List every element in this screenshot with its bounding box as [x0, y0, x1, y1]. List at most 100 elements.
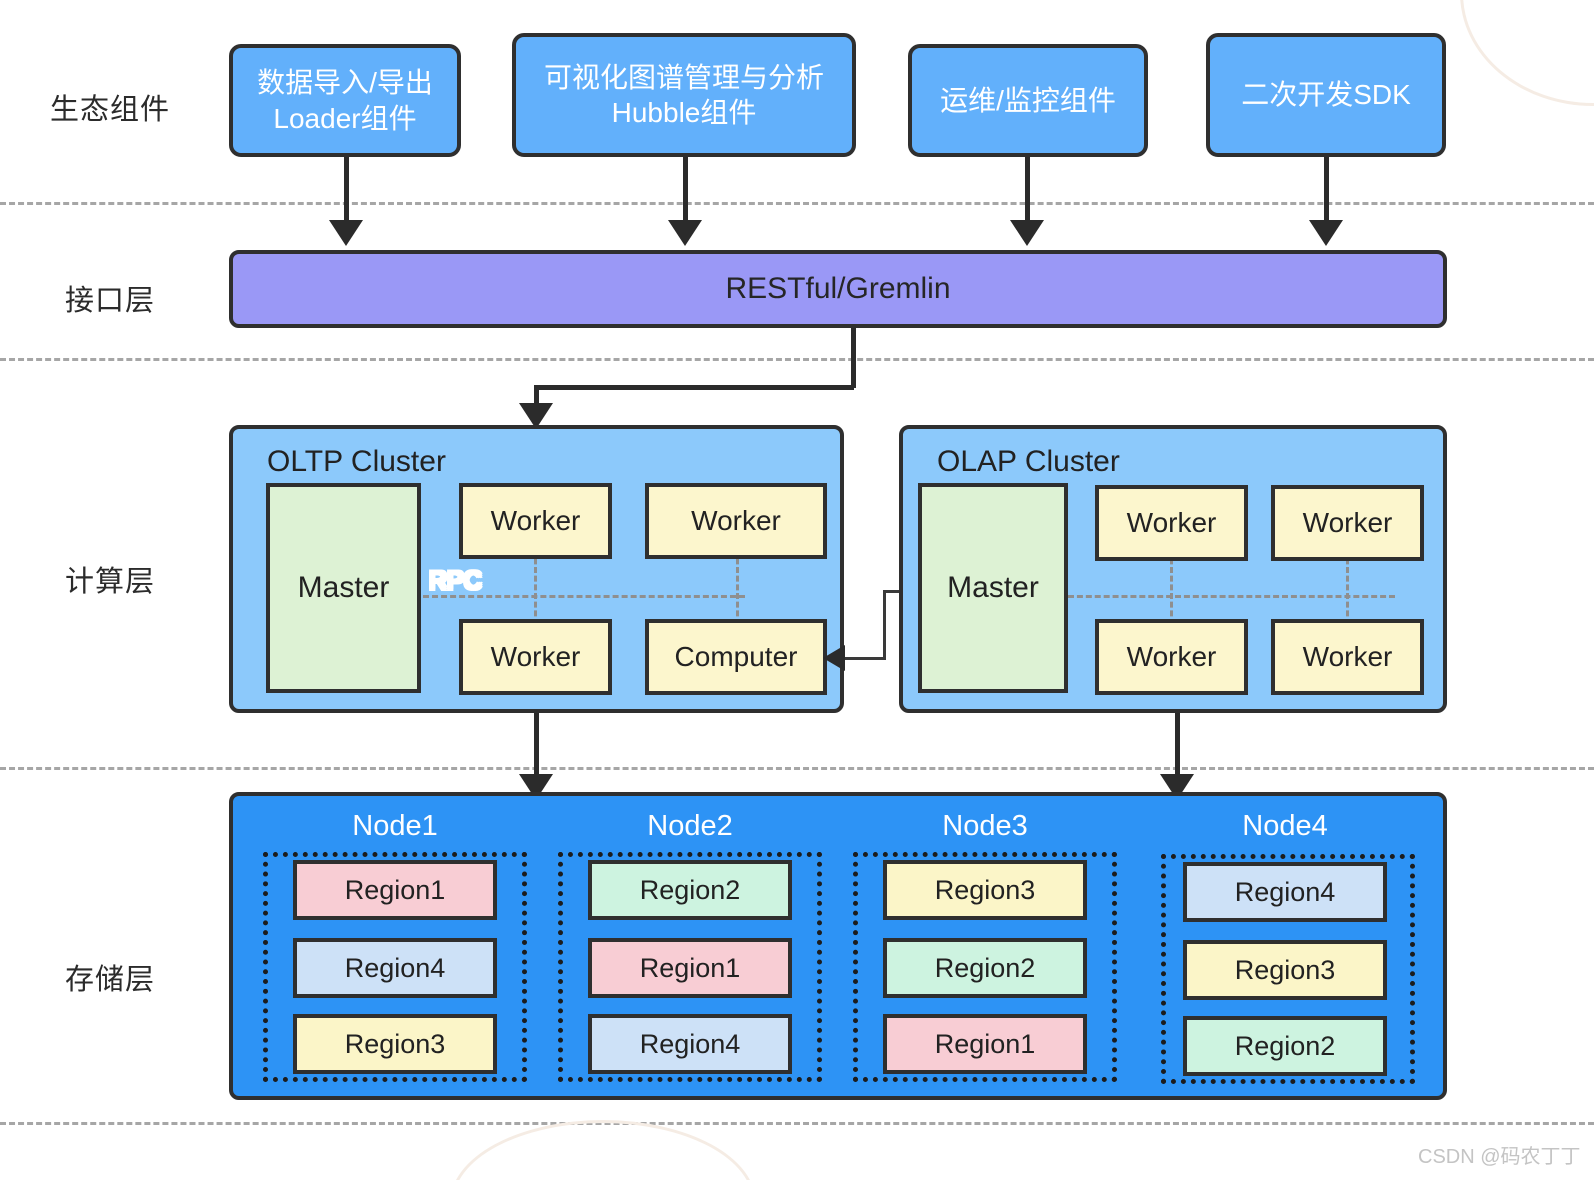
storage-node-1-region-0[interactable]: Region2 [588, 860, 792, 920]
arrow-oltp-to-storage-line [534, 713, 539, 778]
cluster-olap-worker-1-label: Worker [1302, 507, 1393, 538]
connector-api-to-oltp-seg1 [851, 328, 856, 388]
layer-label-storage: 存储层 [64, 964, 155, 996]
arrow-sdk-to-api-head [1309, 220, 1343, 246]
cluster-olap-worker-3-label: Worker [1302, 641, 1393, 672]
storage-node-2-region-2-label: Region1 [934, 1028, 1036, 1059]
ecosystem-box-loader-line1: 数据导入/导出 [257, 67, 433, 99]
cluster-oltp-worker-2-label: Worker [490, 641, 581, 672]
cluster-olap-master-label: Master [947, 571, 1039, 604]
arrow-hubble-to-api-head [668, 220, 702, 246]
cluster-olap-worker-0[interactable]: Worker [1095, 485, 1248, 561]
ecosystem-box-hubble[interactable]: 可视化图谱管理与分析 Hubble组件 [512, 33, 856, 157]
cluster-olap-title: OLAP Cluster [937, 445, 1120, 478]
storage-node-0-region-1-label: Region4 [344, 952, 446, 983]
storage-node-2-title: Node3 [942, 810, 1028, 842]
storage-node-0-region-0[interactable]: Region1 [293, 860, 497, 920]
ecosystem-box-sdk[interactable]: 二次开发SDK [1206, 33, 1446, 157]
ecosystem-box-hubble-line2: Hubble组件 [611, 97, 757, 128]
cluster-oltp-worker-1[interactable]: Worker [645, 483, 827, 559]
storage-node-0-title: Node1 [352, 810, 438, 842]
ecosystem-box-ops-monitor[interactable]: 运维/监控组件 [908, 44, 1148, 157]
cluster-oltp: OLTP Cluster Master RPC Worker Worker Wo… [229, 425, 844, 713]
separator-compute-storage [0, 767, 1594, 770]
separator-ecosystem-interface [0, 202, 1594, 205]
watermark-swoosh-top [1460, 0, 1594, 106]
storage-node-2-region-0-label: Region3 [934, 874, 1036, 905]
arrow-ops-to-api-head [1010, 220, 1044, 246]
storage-node-2-region-1[interactable]: Region2 [883, 938, 1087, 998]
connector-api-to-oltp-seg3 [534, 385, 539, 407]
storage-layer-container: Node1 Region1 Region4 Region3 Node2 Regi… [229, 792, 1447, 1100]
ecosystem-box-hubble-line1: 可视化图谱管理与分析 [543, 61, 824, 93]
cluster-oltp-worker-2[interactable]: Worker [459, 619, 612, 695]
storage-node-2-region-0[interactable]: Region3 [883, 860, 1087, 920]
storage-node-0-region-2[interactable]: Region3 [293, 1014, 497, 1074]
storage-node-1-region-0-label: Region2 [639, 874, 741, 905]
storage-node-3-outline [1161, 854, 1415, 1084]
arrow-hubble-to-api-line [683, 157, 688, 222]
cluster-olap-worker-2[interactable]: Worker [1095, 619, 1248, 695]
connector-computer-olap-seg-vert [883, 590, 886, 660]
storage-node-3-region-2[interactable]: Region2 [1183, 1016, 1387, 1076]
watermark-swoosh-bottom [450, 1120, 756, 1180]
storage-node-2-region-2[interactable]: Region1 [883, 1014, 1087, 1074]
storage-node-0-region-1[interactable]: Region4 [293, 938, 497, 998]
cluster-oltp-master-label: Master [297, 571, 390, 604]
storage-node-1-region-2-label: Region4 [639, 1028, 741, 1059]
connector-api-to-oltp-seg2 [534, 385, 854, 390]
cluster-olap-stub-right [1346, 541, 1349, 651]
storage-node-3-region-1[interactable]: Region3 [1183, 940, 1387, 1000]
storage-node-3-region-1-label: Region3 [1234, 954, 1336, 985]
cluster-oltp-rpc-label: RPC [429, 567, 482, 595]
cluster-oltp-worker-0-label: Worker [490, 505, 581, 536]
connector-api-to-oltp-head [519, 403, 553, 429]
ecosystem-box-loader[interactable]: 数据导入/导出 Loader组件 [229, 44, 461, 157]
cluster-olap-stub-left [1170, 541, 1173, 651]
cluster-oltp-computer[interactable]: Computer [645, 619, 827, 695]
arrow-loader-to-api-head [329, 220, 363, 246]
storage-node-0-region-0-label: Region1 [344, 874, 446, 905]
cluster-oltp-stub-left [534, 541, 537, 651]
storage-node-1-region-2[interactable]: Region4 [588, 1014, 792, 1074]
cluster-oltp-worker-1-label: Worker [691, 505, 781, 536]
cluster-olap: OLAP Cluster Master Worker Worker Worker… [899, 425, 1447, 713]
cluster-olap-worker-2-label: Worker [1126, 641, 1217, 672]
storage-node-1-region-1[interactable]: Region1 [588, 938, 792, 998]
interface-bar-restful-gremlin[interactable]: RESTful/Gremlin [229, 250, 1447, 328]
separator-interface-compute [0, 358, 1594, 361]
storage-node-3-region-2-label: Region2 [1234, 1030, 1336, 1061]
cluster-oltp-stub-right [736, 541, 739, 651]
cluster-olap-rpc-line [1068, 595, 1395, 598]
connector-computer-olap-seg-bottom [843, 657, 883, 660]
cluster-olap-master[interactable]: Master [918, 483, 1068, 693]
storage-node-3-region-0[interactable]: Region4 [1183, 862, 1387, 922]
storage-node-1-title: Node2 [647, 810, 733, 842]
layer-label-ecosystem: 生态组件 [49, 94, 170, 126]
cluster-oltp-computer-label: Computer [674, 641, 798, 672]
interface-bar-label: RESTful/Gremlin [725, 272, 951, 305]
cluster-oltp-rpc-line [423, 595, 745, 598]
arrow-ops-to-api-line [1025, 157, 1030, 222]
layer-label-compute: 计算层 [64, 566, 155, 598]
arrow-olap-to-storage-line [1175, 713, 1180, 778]
cluster-olap-worker-0-label: Worker [1126, 507, 1217, 538]
cluster-oltp-master[interactable]: Master [266, 483, 421, 693]
separator-storage-bottom [0, 1122, 1594, 1125]
cluster-olap-worker-1[interactable]: Worker [1271, 485, 1424, 561]
arrow-sdk-to-api-line [1324, 157, 1329, 222]
storage-node-0-region-2-label: Region3 [344, 1028, 446, 1059]
storage-node-2-outline [853, 852, 1117, 1082]
ecosystem-box-loader-line2: Loader组件 [273, 102, 417, 134]
storage-node-1-region-1-label: Region1 [639, 952, 741, 983]
connector-computer-olap-head-left [823, 645, 845, 671]
layer-label-interface: 接口层 [64, 285, 155, 317]
storage-node-2-region-1-label: Region2 [934, 952, 1036, 983]
cluster-olap-worker-3[interactable]: Worker [1271, 619, 1424, 695]
arrow-loader-to-api-line [344, 157, 349, 222]
storage-node-0-outline [263, 852, 527, 1082]
csdn-watermark: CSDN @码农丁丁 [1418, 1146, 1581, 1168]
cluster-oltp-worker-0[interactable]: Worker [459, 483, 612, 559]
ecosystem-box-sdk-line1: 二次开发SDK [1241, 79, 1411, 111]
